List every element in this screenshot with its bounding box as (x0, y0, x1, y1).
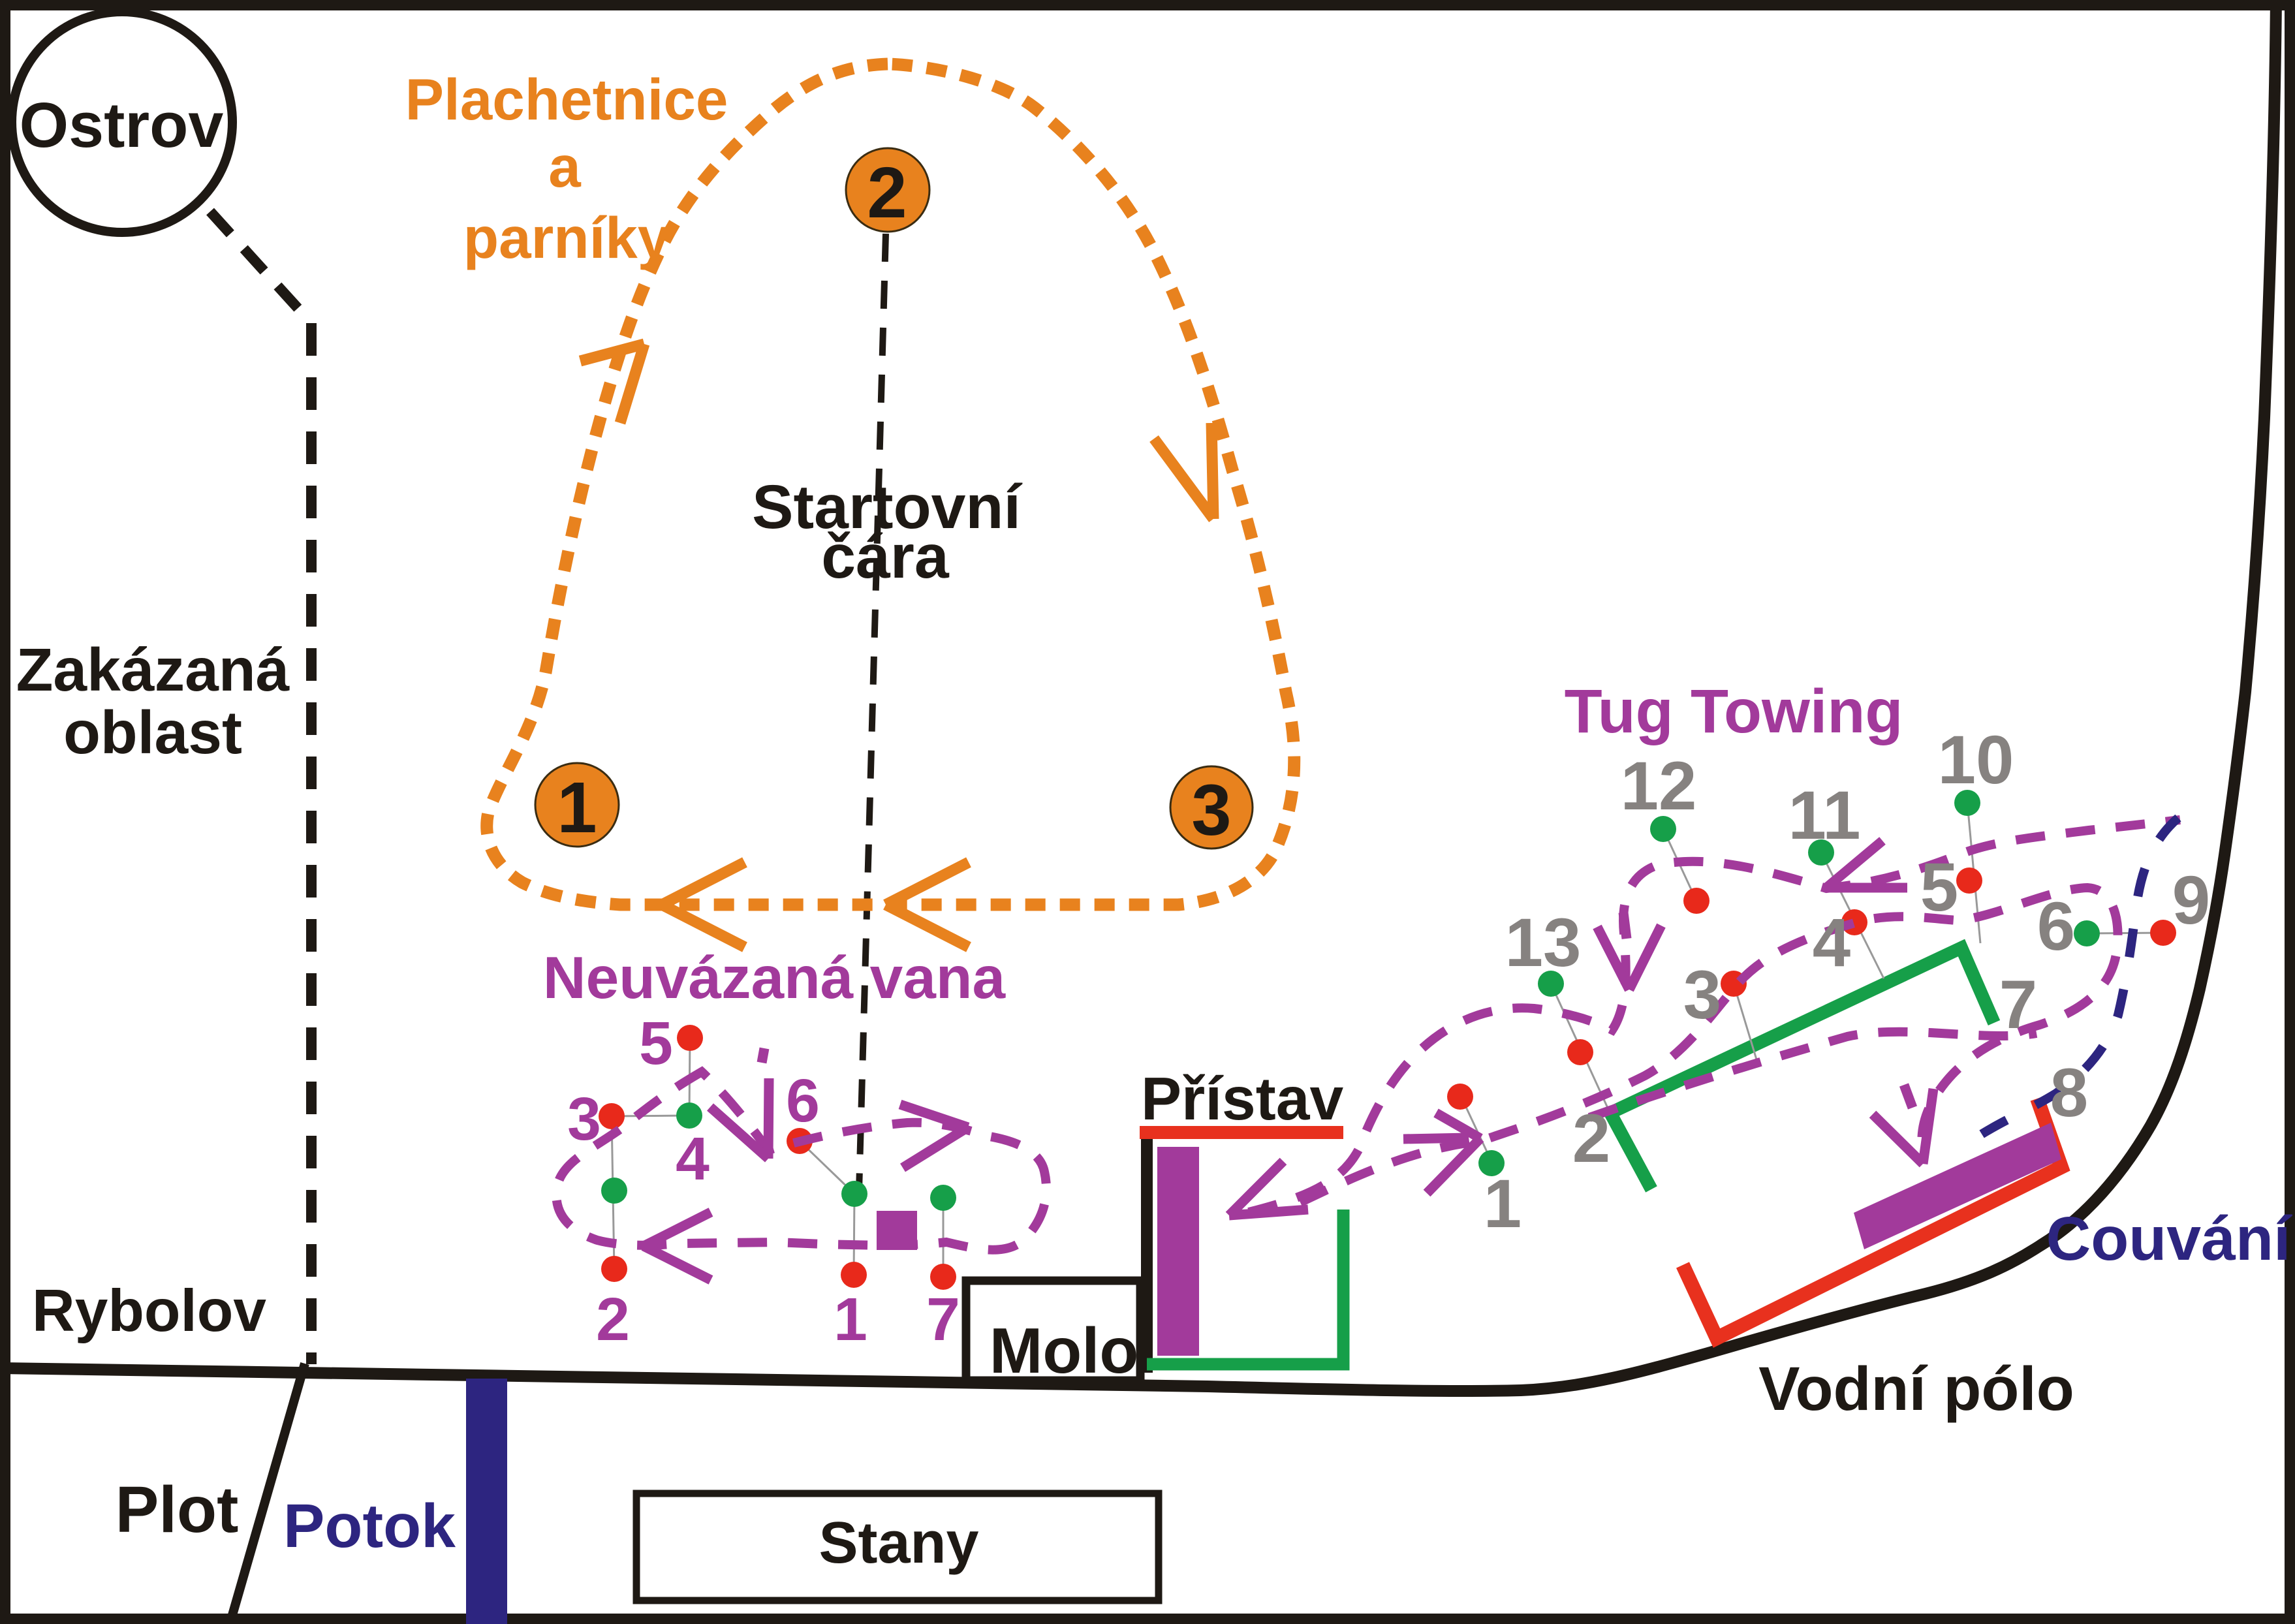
svg-text:Zakázaná: Zakázaná (16, 636, 290, 704)
svg-text:Couvání: Couvání (2046, 1204, 2292, 1273)
svg-text:6: 6 (786, 1067, 820, 1134)
svg-text:3: 3 (567, 1085, 601, 1153)
svg-text:Rybolov: Rybolov (32, 1278, 266, 1344)
svg-text:6: 6 (2037, 888, 2075, 965)
svg-text:3: 3 (1191, 770, 1231, 851)
svg-text:8: 8 (2050, 1055, 2088, 1131)
svg-text:13: 13 (1505, 905, 1582, 981)
svg-text:5: 5 (1920, 849, 1958, 926)
svg-text:11: 11 (1788, 777, 1861, 854)
svg-text:Potok: Potok (283, 1491, 456, 1561)
svg-text:Neuvázaná vana: Neuvázaná vana (543, 945, 1007, 1011)
svg-text:7: 7 (926, 1285, 960, 1353)
svg-text:2: 2 (596, 1285, 630, 1353)
svg-text:Tug Towing: Tug Towing (1565, 677, 1903, 746)
svg-text:12: 12 (1621, 748, 1697, 824)
svg-text:Přístav: Přístav (1141, 1065, 1343, 1132)
svg-text:parníky: parníky (463, 205, 670, 270)
svg-text:Molo: Molo (990, 1315, 1139, 1386)
svg-text:a: a (548, 134, 582, 199)
svg-text:2: 2 (1572, 1101, 1610, 1177)
svg-text:čára: čára (821, 522, 950, 591)
svg-text:oblast: oblast (63, 698, 242, 766)
svg-text:4: 4 (676, 1125, 710, 1193)
svg-text:Vodní pólo: Vodní pólo (1758, 1354, 2074, 1424)
svg-text:7: 7 (1999, 967, 2037, 1043)
svg-text:1: 1 (557, 768, 597, 848)
svg-text:Stany: Stany (819, 1510, 978, 1576)
svg-text:4: 4 (1813, 905, 1850, 981)
svg-text:Plachetnice: Plachetnice (405, 67, 728, 132)
svg-text:Plot: Plot (116, 1473, 239, 1546)
svg-text:1: 1 (834, 1285, 867, 1353)
svg-text:10: 10 (1938, 722, 2014, 798)
svg-text:2: 2 (867, 153, 907, 233)
svg-text:3: 3 (1683, 957, 1721, 1033)
svg-text:Ostrov: Ostrov (20, 89, 224, 161)
svg-text:5: 5 (639, 1009, 673, 1077)
svg-text:1: 1 (1484, 1166, 1522, 1242)
svg-text:9: 9 (2172, 862, 2210, 939)
svg-text:Startovní: Startovní (752, 473, 1022, 542)
